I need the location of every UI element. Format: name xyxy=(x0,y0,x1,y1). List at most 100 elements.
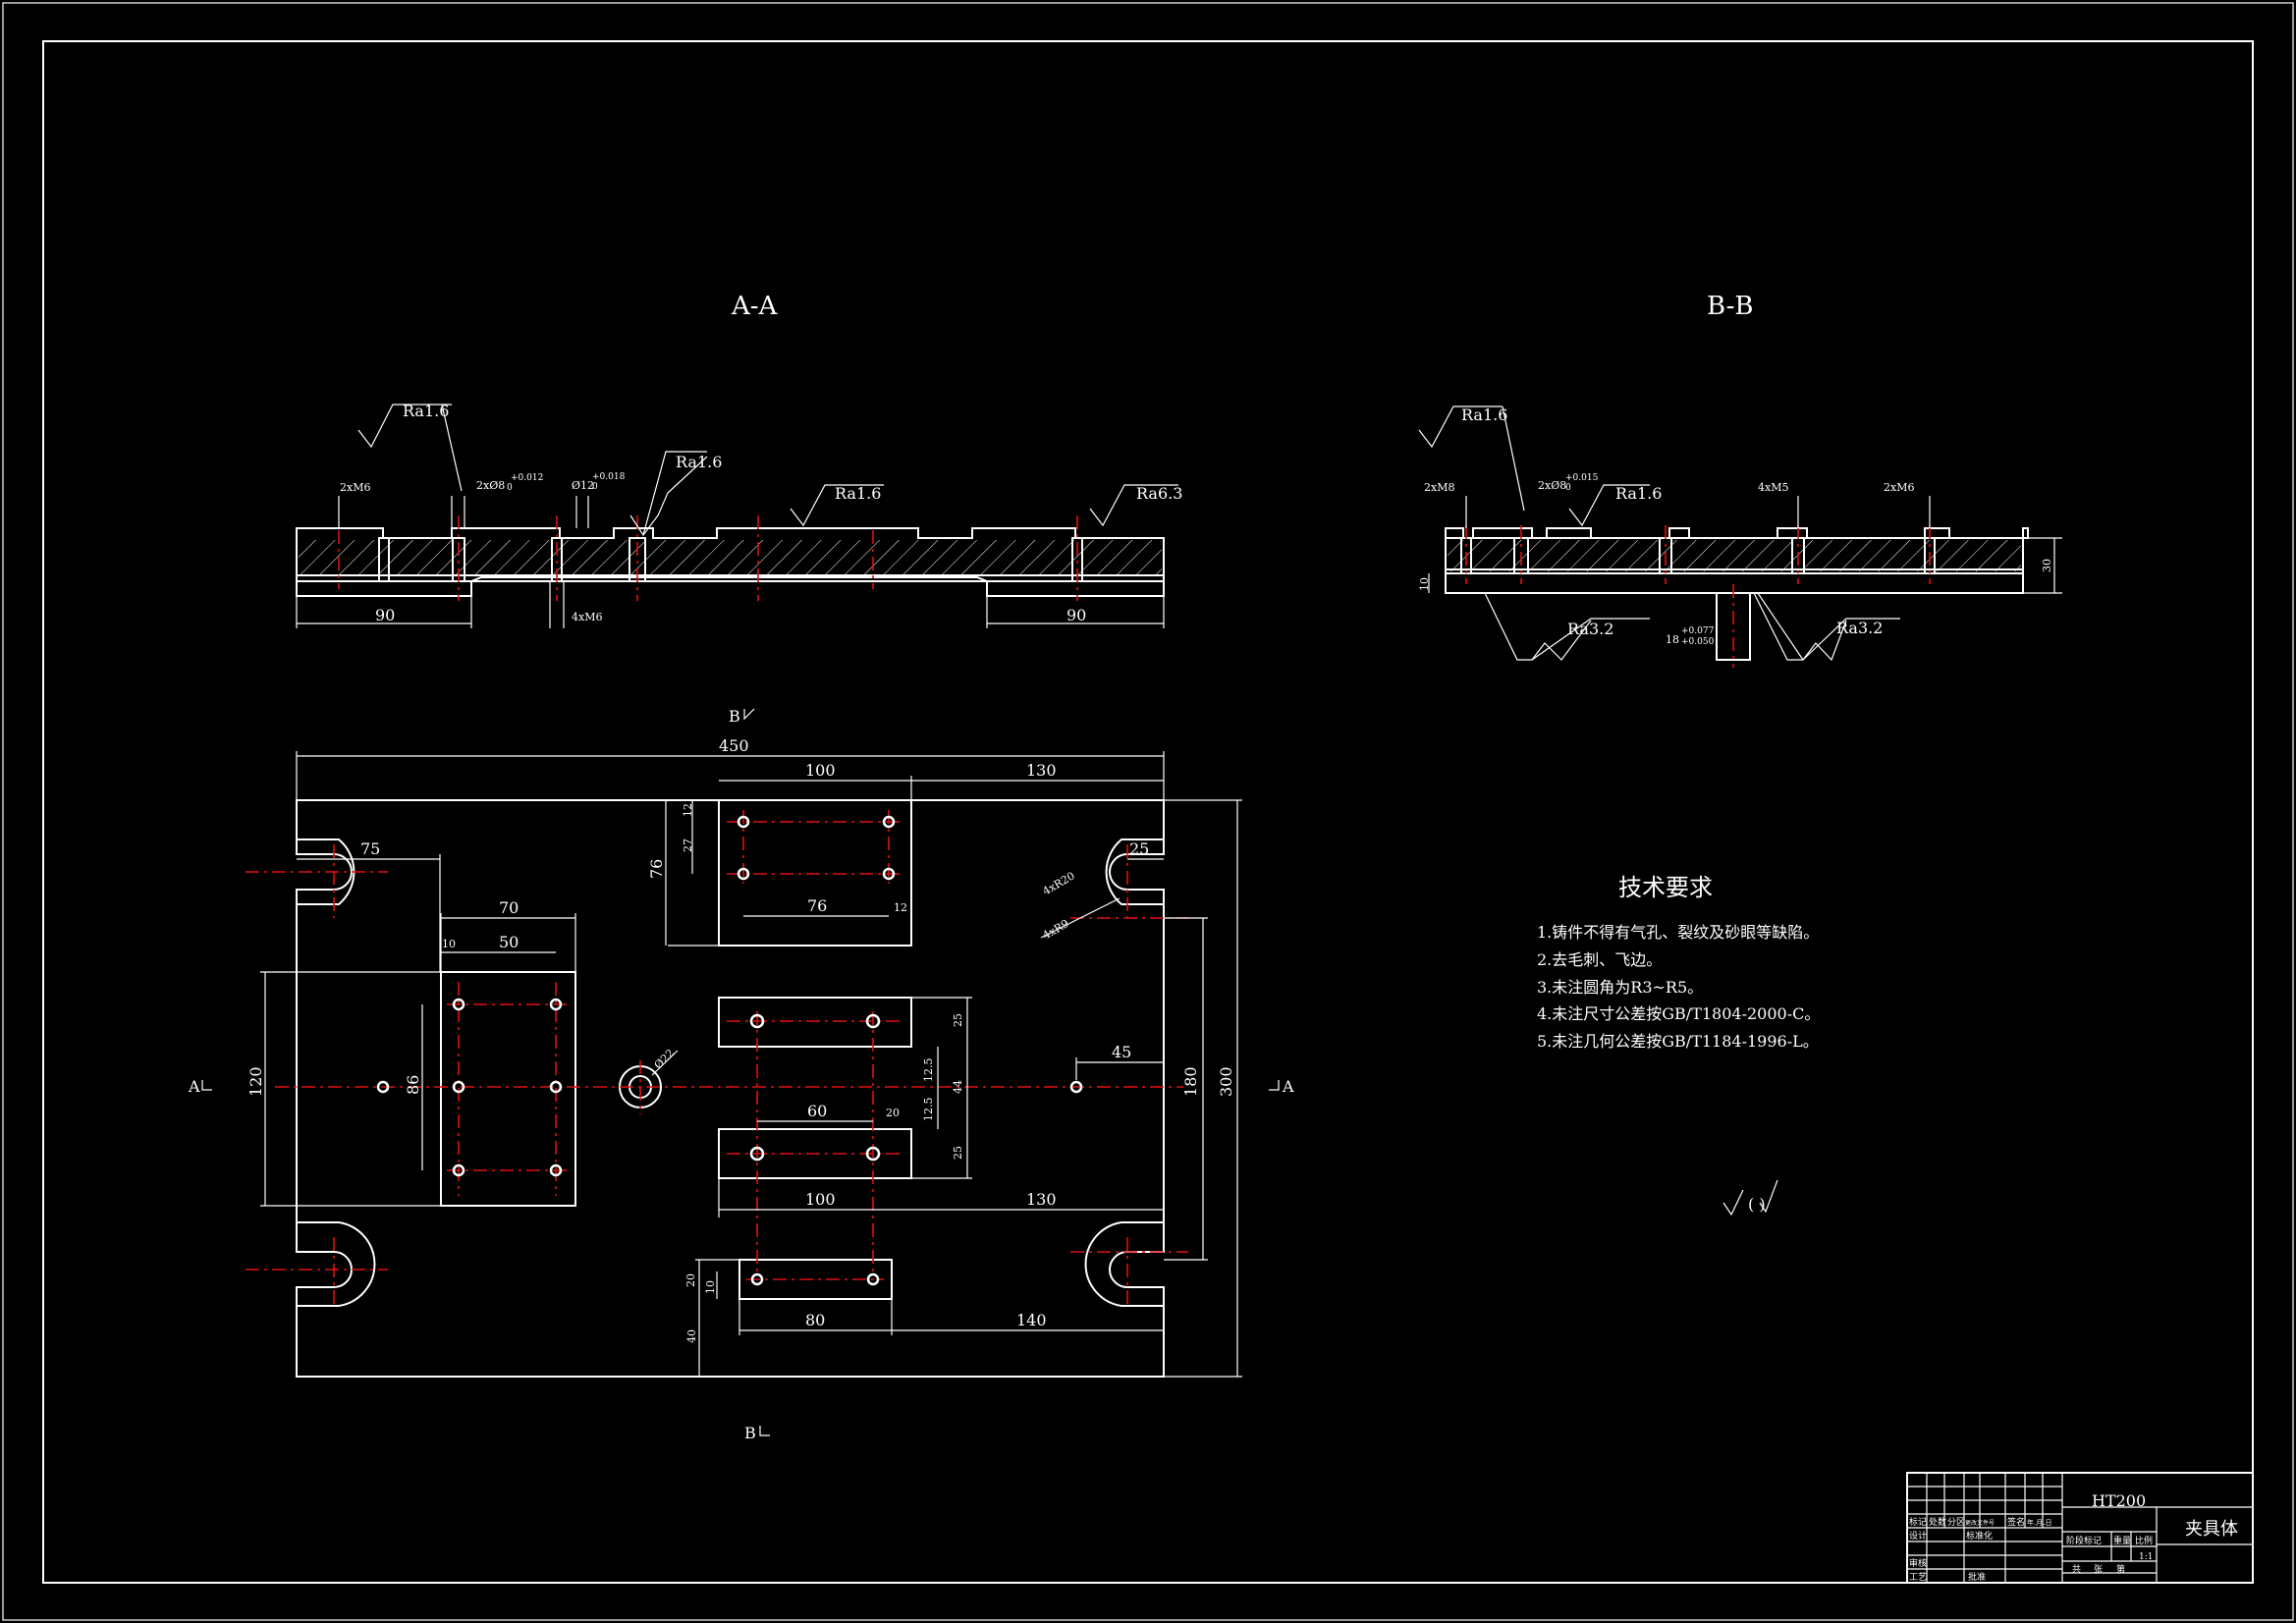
bb-ra-bot-left: Ra3.2 xyxy=(1567,620,1613,638)
bb-dim-18: 18 xyxy=(1666,633,1679,646)
section-bb-view: B-B 18 +0.077 +0.050 10 30 2xM8 2xØ8 +0.… xyxy=(1418,292,2062,668)
marker-b-bottom: B xyxy=(744,1424,756,1442)
plan-dim-100-bot: 100 xyxy=(805,1190,836,1209)
tb-shenhe: 审核 xyxy=(1909,1557,1927,1569)
plan-dim-76-h: 76 xyxy=(807,896,827,915)
title-block: 标记 处数 分区 更改文件号 签名 年.月.日 设计 标准化 审核 工艺 批准 … xyxy=(1906,1472,2254,1584)
marker-a-left: A xyxy=(188,1077,200,1096)
plan-dim-4xr20: 4xR20 xyxy=(1041,869,1077,897)
bb-ra-top: Ra1.6 xyxy=(1461,406,1507,424)
tb-material: HT200 xyxy=(2092,1491,2146,1510)
aa-dim-90-left: 90 xyxy=(375,606,395,624)
plan-dim-45: 45 xyxy=(1112,1043,1131,1061)
plan-dim-130-top: 130 xyxy=(1026,761,1057,780)
plan-dim-25-a: 25 xyxy=(952,1013,964,1027)
bb-dim-18-tol-low: +0.050 xyxy=(1681,637,1715,647)
tb-bili: 比例 xyxy=(2135,1535,2153,1546)
bb-dim-18-tol: +0.077 xyxy=(1681,626,1715,636)
plan-dim-70: 70 xyxy=(499,898,519,917)
plan-dim-450: 450 xyxy=(719,736,749,755)
roughness-check-small-icon xyxy=(1759,1179,1778,1214)
technical-requirements: 技术要求 1.铸件不得有气孔、裂纹及砂眼等缺陷。 2.去毛刺、飞边。 3.未注圆… xyxy=(1537,874,1820,1217)
plan-dim-44: 44 xyxy=(952,1080,964,1094)
plan-dim-80: 80 xyxy=(805,1311,825,1329)
plan-dim-25-top: 25 xyxy=(1129,839,1149,858)
tb-gong: 共 xyxy=(2072,1564,2081,1575)
tb-nianyueri: 年.月.日 xyxy=(2027,1518,2051,1527)
section-aa-label: A-A xyxy=(731,292,779,321)
plan-dim-180: 180 xyxy=(1181,1066,1200,1097)
plan-dim-40: 40 xyxy=(685,1329,698,1343)
tb-sheji: 设计 xyxy=(1909,1530,1927,1542)
plan-dim-12-5-b: 12.5 xyxy=(922,1098,935,1122)
tb-gongyi: 工艺 xyxy=(1909,1572,1927,1583)
aa-dim-2xd8: 2xØ8 xyxy=(476,479,505,492)
inner-frame xyxy=(42,40,2254,1584)
tech-item-1: 1.铸件不得有气孔、裂纹及砂眼等缺陷。 xyxy=(1537,923,1819,942)
aa-ra-mid: Ra1.6 xyxy=(676,453,722,471)
tb-jieduan: 阶段标记 xyxy=(2066,1535,2102,1546)
plan-dim-60: 60 xyxy=(807,1102,827,1120)
tb-fenqu: 分区 xyxy=(1947,1517,1965,1528)
plan-dim-300: 300 xyxy=(1217,1066,1235,1097)
bb-dim-2xd8-tol: +0.015 xyxy=(1565,473,1599,483)
plan-dim-10-b: 10 xyxy=(704,1280,717,1294)
plan-dim-20-b: 20 xyxy=(684,1273,697,1287)
plan-dim-20-a: 20 xyxy=(886,1107,900,1119)
bb-dim-2xd8-tol-low: 0 xyxy=(1565,483,1571,493)
bb-ra-bot-right: Ra3.2 xyxy=(1836,619,1883,637)
plan-dim-12-5-a: 12.5 xyxy=(922,1058,935,1083)
tech-item-2: 2.去毛刺、飞边。 xyxy=(1537,950,1662,969)
section-aa-view: A-A 90 90 4xM6 2xM6 xyxy=(296,292,1182,628)
tb-part-name: 夹具体 xyxy=(2185,1519,2238,1540)
roughness-note: ( ) xyxy=(1748,1195,1766,1214)
tech-title: 技术要求 xyxy=(1618,874,1713,901)
plan-dim-d22: Ø22 xyxy=(652,1047,677,1071)
tech-item-5: 5.未注几何公差按GB/T1184-1996-L。 xyxy=(1537,1032,1819,1051)
plan-dim-100-top: 100 xyxy=(805,761,836,780)
tb-pizhun: 批准 xyxy=(1968,1571,1986,1583)
aa-ra-right: Ra6.3 xyxy=(1136,484,1182,503)
aa-dim-d12-tol-low: 0 xyxy=(592,482,598,492)
bb-dim-2xm8: 2xM8 xyxy=(1424,481,1454,494)
aa-ra-left: Ra1.6 xyxy=(403,402,449,420)
plan-dim-12-b: 12 xyxy=(894,901,907,914)
plan-dim-120: 120 xyxy=(246,1066,265,1097)
bb-dim-10: 10 xyxy=(1418,577,1431,591)
tb-biaozhunhua: 标准化 xyxy=(1966,1530,1993,1542)
tb-zhongliang: 重量 xyxy=(2113,1535,2131,1546)
plan-dim-76-v: 76 xyxy=(647,859,666,879)
plan-dim-130-bot: 130 xyxy=(1026,1190,1057,1209)
tb-di: 第 xyxy=(2116,1563,2125,1575)
plan-dim-86: 86 xyxy=(404,1075,422,1095)
bb-dim-4xm5: 4xM5 xyxy=(1758,481,1788,494)
aa-dim-2xd8-tol: +0.012 xyxy=(511,473,543,483)
tb-qianming: 签名 xyxy=(2007,1516,2025,1528)
bb-ra-mid: Ra1.6 xyxy=(1615,484,1662,503)
aa-dim-90-right: 90 xyxy=(1066,606,1086,624)
aa-ra-center: Ra1.6 xyxy=(835,484,881,503)
aa-dim-2xm6: 2xM6 xyxy=(340,481,370,494)
tech-item-4: 4.未注尺寸公差按GB/T1804-2000-C。 xyxy=(1537,1004,1820,1023)
tb-scale: 1:1 xyxy=(2139,1552,2153,1562)
plan-dim-12-a: 12 xyxy=(682,803,694,817)
marker-a-right: A xyxy=(1282,1077,1294,1096)
plan-view: 450 100 130 75 25 76 12 27 76 12 4xR20 4… xyxy=(188,707,1294,1442)
bb-dim-2xd8: 2xØ8 xyxy=(1538,479,1566,492)
bb-dim-2xm6: 2xM6 xyxy=(1884,481,1914,494)
roughness-check-icon xyxy=(1722,1189,1744,1217)
marker-b-top: B xyxy=(729,707,740,726)
tb-chushu: 处数 xyxy=(1929,1516,1946,1528)
tb-zhang: 张 xyxy=(2094,1564,2103,1575)
plan-dim-27: 27 xyxy=(682,839,694,852)
aa-dim-d12-tol: +0.018 xyxy=(592,472,626,482)
aa-dim-4xm6: 4xM6 xyxy=(572,611,602,623)
plan-dim-4xr9: 4xR9 xyxy=(1041,917,1071,943)
aa-dim-d12: Ø12 xyxy=(572,479,594,492)
plan-dim-75: 75 xyxy=(360,839,380,858)
plan-dim-140: 140 xyxy=(1016,1311,1047,1329)
tb-biaoji: 标记 xyxy=(1909,1516,1927,1528)
plan-dim-25-b: 25 xyxy=(952,1146,964,1160)
